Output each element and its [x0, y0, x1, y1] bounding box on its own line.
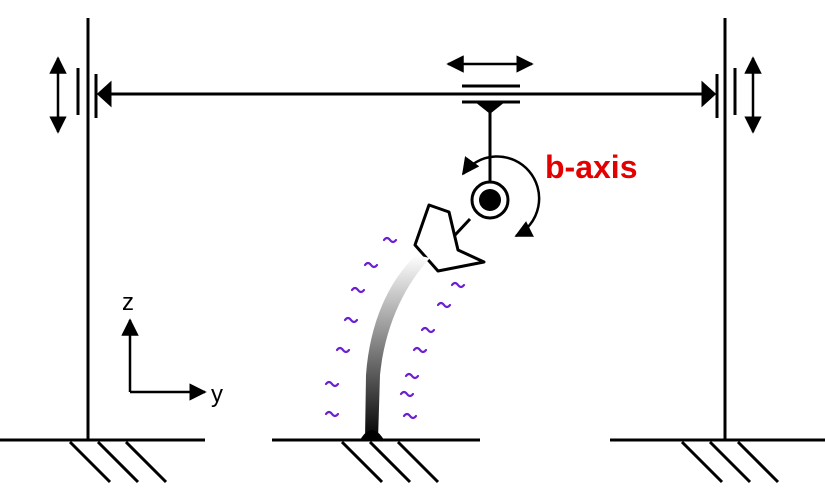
- ground-center: [272, 438, 480, 484]
- curing-waves: [324, 236, 466, 420]
- y-axis-label: y: [211, 381, 223, 408]
- ground-left: [0, 438, 205, 484]
- b-axis-label: b-axis: [545, 149, 637, 185]
- coordinate-axes: z y: [121, 289, 223, 408]
- ground-right: [610, 438, 825, 484]
- nozzle-head: [413, 203, 486, 273]
- filament-base: [360, 430, 384, 440]
- z-axis-label: z: [122, 289, 134, 316]
- b-axis-rotation-arrow: [461, 155, 541, 238]
- extruded-filament: [365, 255, 430, 440]
